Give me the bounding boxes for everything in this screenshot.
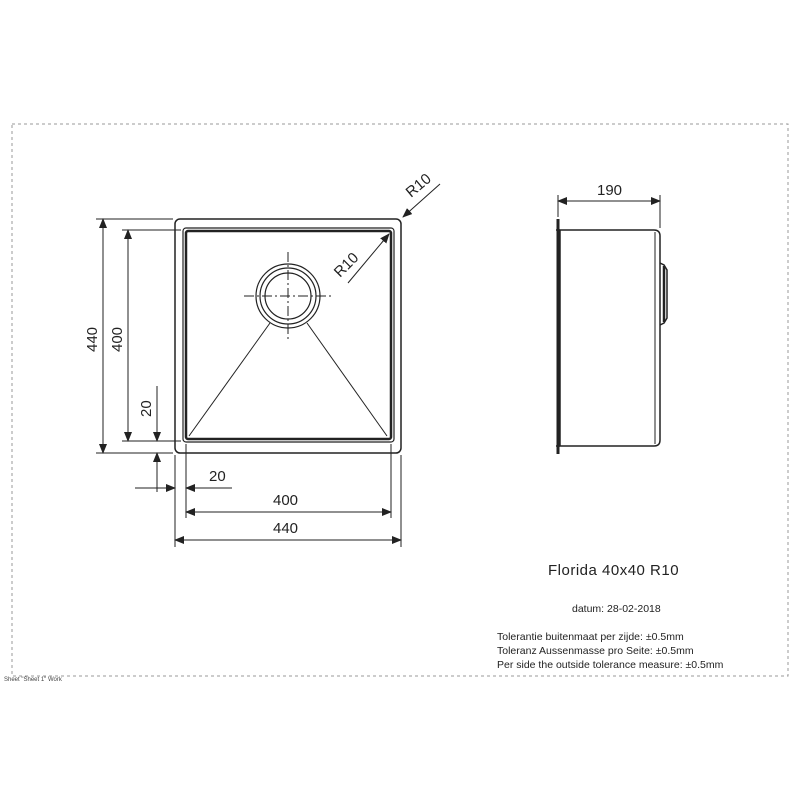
horizontal-offset-label: 20 [209, 468, 226, 485]
sink-outer-outline [174, 218, 402, 454]
depth-label: 190 [597, 182, 622, 199]
sheet-label: Sheet "Sheet 1" Work [4, 677, 62, 683]
sink-side-view [556, 195, 668, 454]
drain-slope-right [306, 322, 388, 437]
inner-radius-label: R10 [331, 249, 362, 280]
tolerance-line-dutch: Tolerantie buitenmaat per zijde: ±0.5mm [497, 631, 684, 643]
inner-height-label: 400 [109, 327, 126, 352]
sink-inner-outline [182, 227, 395, 443]
drain-slope-left [188, 322, 271, 437]
horizontal-dimensions [135, 444, 402, 547]
vertical-dimensions [96, 218, 181, 492]
outer-height-label: 440 [84, 327, 101, 352]
tolerance-line-german: Toleranz Aussenmasse pro Seite: ±0.5mm [497, 645, 694, 657]
side-drain-fitting [659, 262, 668, 326]
inner-radius-leader [347, 233, 390, 284]
drawing-title: Florida 40x40 R10 [548, 562, 680, 579]
radius-leaders [347, 183, 441, 284]
vertical-offset-label: 20 [138, 400, 155, 417]
outer-radius-label: R10 [403, 170, 435, 201]
sink-inner-bowl [184, 229, 393, 441]
sheet-border [11, 123, 789, 677]
side-body-outline [559, 229, 661, 447]
sink-top-view [174, 218, 402, 454]
drawing-date: datum: 28-02-2018 [572, 603, 661, 615]
outer-radius-leader [402, 183, 441, 218]
inner-width-label: 400 [273, 492, 298, 509]
tolerance-line-english: Per side the outside tolerance measure: … [497, 659, 724, 671]
outer-width-label: 440 [273, 520, 298, 537]
